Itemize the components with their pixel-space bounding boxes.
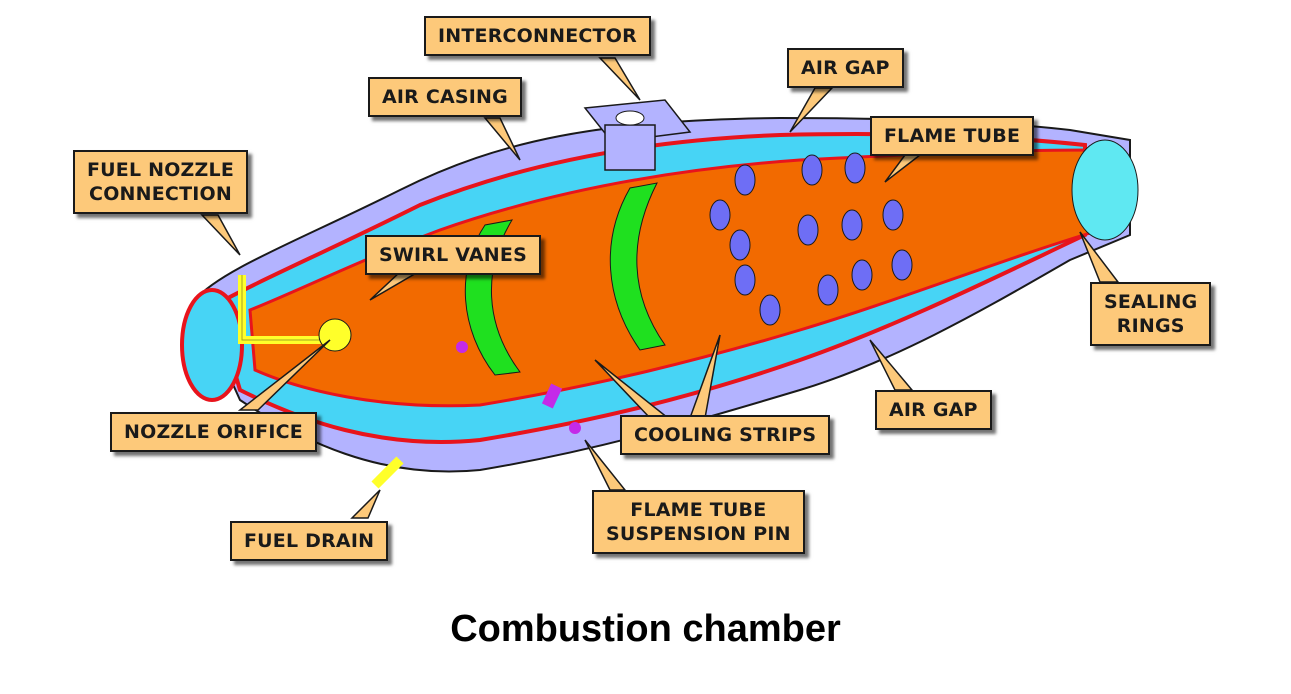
fuel-pipe xyxy=(238,275,322,344)
outlet-opening xyxy=(1071,139,1139,241)
label-flame-tube: FLAME TUBE xyxy=(870,116,1035,156)
diagram-title: Combustion chamber xyxy=(450,608,841,650)
inlet-opening xyxy=(180,288,244,402)
fuel-pipe xyxy=(241,275,322,341)
pin xyxy=(456,341,468,353)
label-interconnector: INTERCONNECTOR xyxy=(424,16,651,56)
label-swirl-vanes: SWIRL VANES xyxy=(365,235,541,275)
label-fuel-drain: FUEL DRAIN xyxy=(230,521,389,561)
label-pointers xyxy=(200,57,1120,519)
label-line: SEALING xyxy=(1104,291,1198,313)
suspension-pin-head xyxy=(569,422,581,434)
fuel-drain-pipe xyxy=(371,456,404,489)
label-cooling-strips: COOLING STRIPS xyxy=(620,415,831,455)
label-air-casing: AIR CASING xyxy=(368,77,522,117)
label-nozzle-orifice: NOZZLE ORIFICE xyxy=(110,412,317,452)
air-holes xyxy=(709,152,913,326)
suspension-pin xyxy=(541,383,563,409)
interconnector-part xyxy=(583,99,692,171)
label-line: FLAME TUBE xyxy=(630,499,767,521)
cooling-ring-2 xyxy=(609,182,666,351)
label-line: CONNECTION xyxy=(89,183,232,205)
label-line: SUSPENSION PIN xyxy=(606,523,791,545)
label-flame-tube-suspension-pin: FLAME TUBE SUSPENSION PIN xyxy=(592,490,805,554)
label-line: RINGS xyxy=(1116,315,1185,337)
label-line: FUEL NOZZLE xyxy=(87,159,235,181)
label-air-gap-top: AIR GAP xyxy=(787,48,904,88)
label-sealing-rings: SEALING RINGS xyxy=(1090,282,1212,346)
label-fuel-nozzle-connection: FUEL NOZZLE CONNECTION xyxy=(73,150,249,214)
label-air-gap-bottom: AIR GAP xyxy=(875,390,992,430)
